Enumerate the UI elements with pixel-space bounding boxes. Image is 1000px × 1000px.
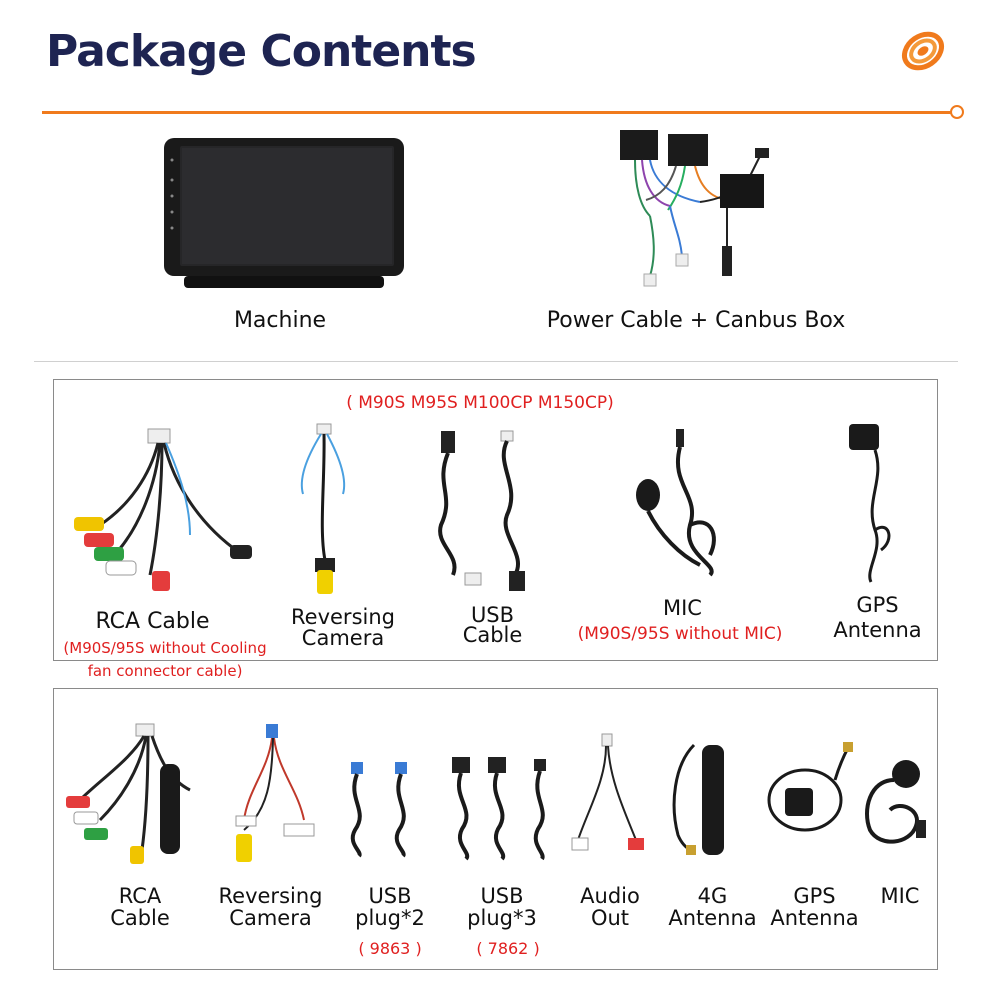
box2-gps-label-1: GPS [793, 884, 836, 908]
rca-cable-image [70, 425, 260, 600]
box2-usb-plug-3-image [448, 755, 558, 865]
models-note: ( M90S M95S M100CP M150CP) [346, 393, 614, 413]
box1-rca-note-2: fan connector cable) [87, 662, 243, 680]
box2-reversing-label-2: Camera [229, 906, 312, 930]
box1-gps-label-2: Antenna [833, 618, 922, 642]
usb-cable-image [435, 425, 545, 595]
header-divider [42, 111, 954, 114]
box2-audio-out-image [568, 730, 648, 870]
box1-gps-label-1: GPS [856, 593, 899, 617]
box1-mic-note: (M90S/95S without MIC) [577, 624, 783, 644]
box2-usb3-note: ( 7862 ) [476, 939, 540, 958]
mic-image [630, 425, 740, 585]
box1-rca-cable-label: RCA Cable [95, 609, 210, 634]
power-cable-canbus-image [610, 126, 780, 296]
box2-4g-label-2: Antenna [668, 906, 757, 930]
box2-mic-image [860, 740, 935, 850]
box2-usb2-label-2: plug*2 [355, 906, 425, 930]
box2-4g-label-1: 4G [697, 884, 728, 908]
box2-usb-plug-2-image [345, 760, 430, 860]
box1-usb-label-2: Cable [462, 623, 523, 647]
box2-reversing-label-1: Reversing [218, 884, 323, 908]
box2-audio-label-2: Out [590, 906, 630, 930]
box2-usb3-label-1: USB [480, 884, 524, 908]
divider-end-dot [950, 105, 964, 119]
box2-usb2-note: ( 9863 ) [358, 939, 422, 958]
box2-reversing-camera-image [228, 720, 323, 870]
box2-usb3-label-2: plug*3 [467, 906, 537, 930]
box2-rca-cable-image [60, 720, 200, 870]
box2-gps-antenna-image [765, 740, 865, 850]
box2-mic-label: MIC [880, 884, 920, 908]
box2-rca-label-1: RCA [118, 884, 162, 908]
box1-rca-note-1: (M90S/95S without Cooling [63, 639, 267, 657]
gps-antenna-image [845, 420, 905, 585]
box2-audio-label-1: Audio [580, 884, 640, 908]
box1-reversing-label-1: Reversing [291, 605, 395, 629]
box2-4g-antenna-image [664, 735, 739, 860]
accessory-panel-1 [53, 379, 938, 661]
box2-rca-label-2: Cable [110, 906, 170, 930]
section-divider [34, 361, 958, 362]
power-cable-label: Power Cable + Canbus Box [546, 308, 846, 333]
box1-mic-label: MIC [663, 596, 702, 620]
machine-image [164, 136, 404, 291]
box1-reversing-label-2: Camera [301, 626, 385, 650]
box2-usb2-label-1: USB [368, 884, 412, 908]
brand-logo-icon [898, 28, 948, 74]
box1-usb-label-1: USB [470, 603, 515, 627]
reversing-camera-cable-image [295, 420, 355, 600]
machine-label: Machine [233, 308, 327, 333]
box2-gps-label-2: Antenna [770, 906, 859, 930]
page-title: Package Contents [46, 26, 477, 77]
